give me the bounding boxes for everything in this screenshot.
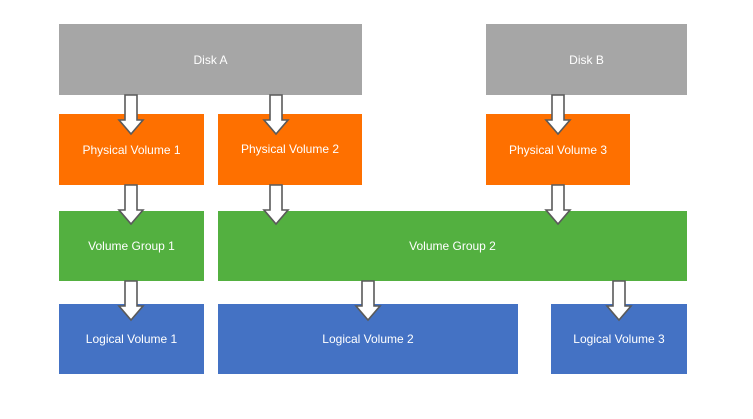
logical-volume-1-box: Logical Volume 1 [59,304,204,374]
arrow-pv1-to-vg1 [117,184,145,226]
arrow-disk-a-to-pv1 [117,94,145,136]
volume-group-1-box: Volume Group 1 [59,211,204,281]
volume-group-2-label: Volume Group 2 [409,239,496,253]
disk-b-box: Disk B [486,24,687,95]
volume-group-1-label: Volume Group 1 [88,239,175,253]
physical-volume-3-label: Physical Volume 3 [508,142,608,157]
disk-b-label: Disk B [569,52,604,67]
physical-volume-2-box: Physical Volume 2 [218,114,362,185]
arrow-vg2-to-lv3 [605,280,633,322]
disk-a-box: Disk A [59,24,362,95]
physical-volume-1-label: Physical Volume 1 [82,142,181,157]
arrow-pv3-to-vg2 [544,184,572,226]
volume-group-2-box: Volume Group 2 [218,211,687,281]
arrow-pv2-to-vg2 [262,184,290,226]
arrow-vg1-to-lv1 [117,280,145,322]
arrow-disk-b-to-pv3 [544,94,572,136]
logical-volume-2-label: Logical Volume 2 [322,332,414,346]
physical-volume-2-label: Physical Volume 2 [240,142,340,156]
logical-volume-1-label: Logical Volume 1 [85,332,178,346]
arrow-vg2-to-lv2 [354,280,382,322]
disk-a-label: Disk A [193,52,228,67]
logical-volume-3-label: Logical Volume 3 [573,332,665,346]
arrow-disk-a-to-pv2 [262,94,290,136]
